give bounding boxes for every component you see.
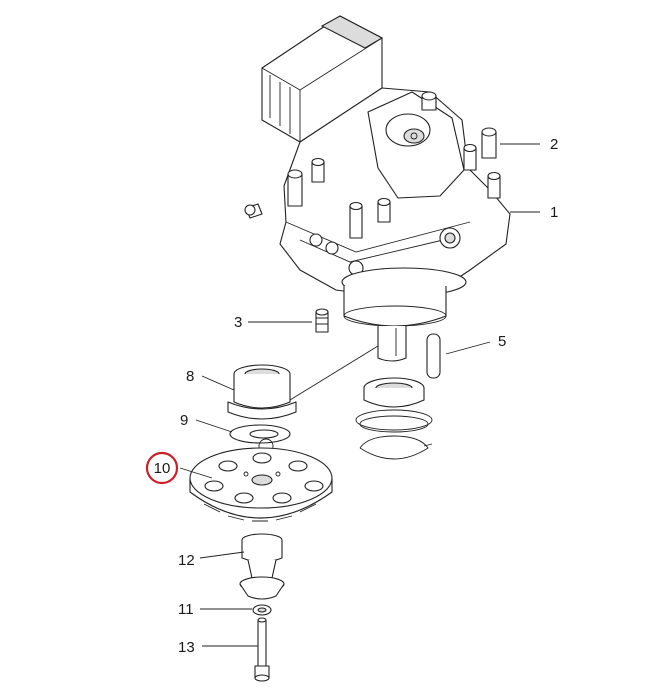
leader-lines — [179, 143, 540, 647]
motor-housing-assembly — [244, 15, 511, 362]
callout-3: 3 — [234, 314, 242, 331]
bushing-part-8 — [227, 364, 297, 420]
bolt-part-13 — [254, 617, 270, 682]
key-part-5 — [426, 333, 441, 379]
callout-10: 10 — [154, 460, 171, 477]
callout-2: 2 — [550, 136, 558, 153]
flange-hub-part-12 — [239, 533, 285, 600]
seal-ring-stack — [355, 377, 433, 460]
callout-11: 11 — [178, 601, 194, 618]
callout-8: 8 — [186, 368, 194, 385]
callout-1: 1 — [550, 204, 558, 221]
gasket-part-9 — [229, 424, 291, 454]
washer-part-11 — [252, 604, 272, 616]
callout-5: 5 — [498, 333, 506, 350]
callout-13: 13 — [178, 639, 195, 656]
callout-9: 9 — [180, 412, 188, 429]
perforated-disc-part-10 — [189, 447, 333, 522]
set-screw-part-3 — [315, 308, 329, 333]
highlight-circle — [145, 451, 179, 485]
callout-12: 12 — [178, 552, 195, 569]
